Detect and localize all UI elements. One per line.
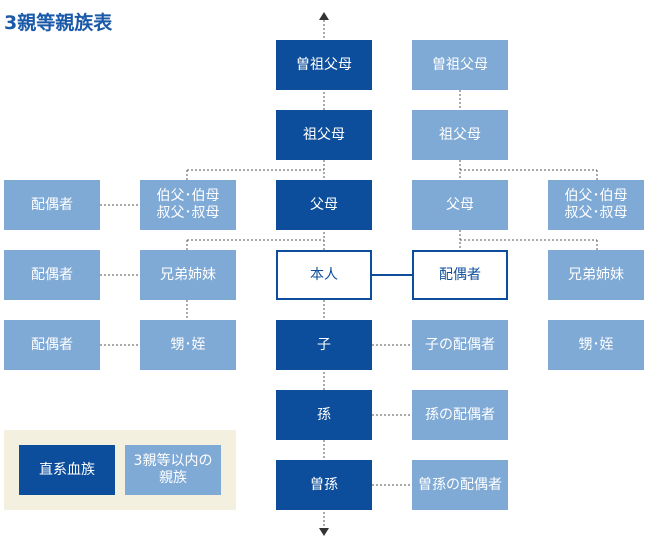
box-nephews-nieces: 甥･姪	[140, 320, 236, 370]
box-spouse-nephews-nieces: 甥･姪	[548, 320, 644, 370]
box-child: 子	[276, 320, 372, 370]
box-parents: 父母	[276, 180, 372, 230]
box-great-grandchild-spouse: 曽孫の配偶者	[412, 460, 508, 510]
box-grandchild: 孫	[276, 390, 372, 440]
arrow-up-icon	[319, 12, 329, 20]
box-great-grandchild: 曽孫	[276, 460, 372, 510]
box-sibling-spouse: 配偶者	[4, 250, 100, 300]
box-spouse-uncles-aunts: 伯父･伯母 叔父･叔母	[548, 180, 644, 230]
box-uncles-aunts: 伯父･伯母 叔父･叔母	[140, 180, 236, 230]
legend: 直系血族 3親等以内の 親族	[4, 430, 236, 510]
box-siblings: 兄弟姉妹	[140, 250, 236, 300]
box-spouse: 配偶者	[412, 250, 508, 300]
box-spouse-great-grandparents: 曽祖父母	[412, 40, 508, 90]
box-spouse-parents: 父母	[412, 180, 508, 230]
box-grandchild-spouse: 孫の配偶者	[412, 390, 508, 440]
box-great-grandparents: 曽祖父母	[276, 40, 372, 90]
box-spouse-grandparents: 祖父母	[412, 110, 508, 160]
box-spouse-siblings: 兄弟姉妹	[548, 250, 644, 300]
box-grandparents: 祖父母	[276, 110, 372, 160]
arrow-down-icon	[319, 528, 329, 536]
legend-direct: 直系血族	[19, 445, 115, 495]
box-self: 本人	[276, 250, 372, 300]
legend-relatives: 3親等以内の 親族	[125, 445, 221, 495]
box-uncle-spouse: 配偶者	[4, 180, 100, 230]
box-nephew-spouse: 配偶者	[4, 320, 100, 370]
box-child-spouse: 子の配偶者	[412, 320, 508, 370]
page-title: 3親等親族表	[4, 12, 113, 34]
